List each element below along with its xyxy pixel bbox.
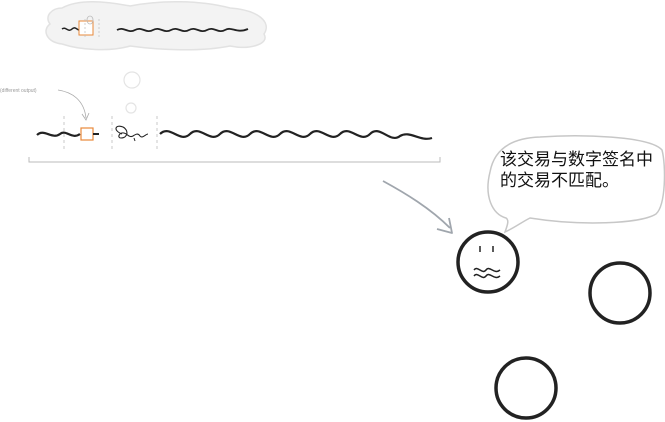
thought-dot-large (123, 71, 141, 89)
transaction-line (28, 116, 441, 163)
annotation-arrow (57, 89, 87, 119)
thought-tx-end-wave (116, 27, 249, 33)
tx-start-wave (36, 131, 81, 137)
thought-bubble (45, 0, 267, 114)
worried-mouth-top (473, 267, 501, 273)
unhappy-person (456, 230, 520, 294)
tx-end-wave (159, 130, 433, 140)
thought-output-box (78, 20, 94, 36)
thought-cloud (45, 0, 267, 51)
pointer-arrow (382, 180, 451, 229)
annotation-arrowhead (81, 112, 90, 121)
changed-output-box (80, 127, 94, 141)
person-right (588, 261, 652, 325)
tx-bracket (28, 157, 441, 163)
thought-dot-small (125, 102, 137, 114)
signature-icon (115, 125, 149, 142)
speech-bubble-text: 该交易与数字签名中的交易不匹配。 (500, 150, 653, 191)
annotation-label: (different output) (0, 88, 37, 94)
unhappy-face (456, 230, 520, 294)
person-bottom (494, 356, 558, 420)
speech-bubble (487, 135, 665, 234)
pointer-arrowhead (436, 217, 453, 234)
thought-hand-icon (86, 15, 94, 25)
worried-mouth-bottom (473, 273, 501, 279)
